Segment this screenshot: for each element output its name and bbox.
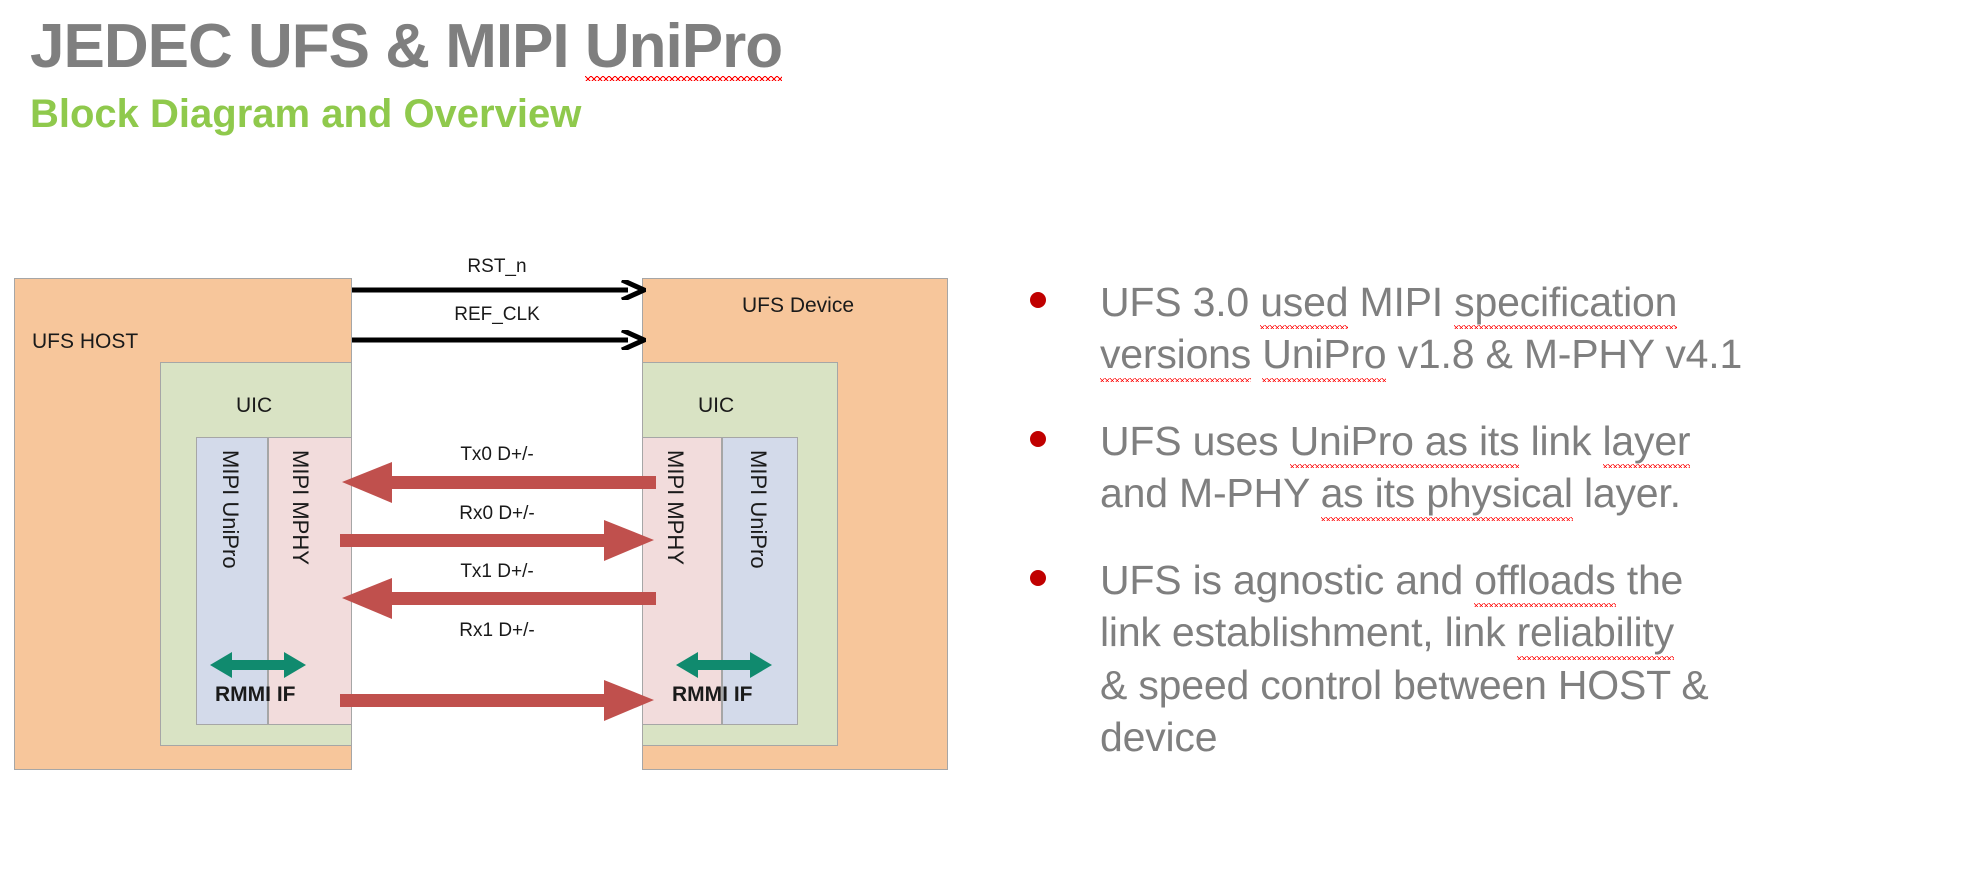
bullet-line: UFS is agnostic and offloads the bbox=[1100, 554, 1972, 608]
signal-arrow-ref-clk bbox=[352, 330, 646, 350]
page-title-run: UniPro bbox=[584, 12, 783, 82]
page-title-run: JEDEC UFS & MIPI bbox=[30, 12, 585, 81]
device-mipi-unipro-label: MIPI UniPro bbox=[746, 450, 771, 569]
host-mipi-unipro-label: MIPI UniPro bbox=[218, 450, 243, 569]
bullet-line: link establishment, link reliability bbox=[1100, 606, 1972, 661]
bullet-text-run: MIPI bbox=[1348, 279, 1455, 325]
bullet-text-run: link establishment, link bbox=[1100, 609, 1517, 656]
ufs-device-label: UFS Device bbox=[742, 294, 855, 317]
bullet-text-run: link bbox=[1519, 417, 1603, 464]
signal-label-rx0: Rx0 D+/- bbox=[459, 503, 535, 524]
block-diagram: UFS HOST UIC MIPI UniPro MIPI MPHY RMMI … bbox=[0, 0, 980, 882]
device-uic-label: UIC bbox=[698, 394, 735, 417]
device-mipi-unipro-box bbox=[722, 437, 798, 725]
bullet-dot-icon bbox=[1030, 292, 1046, 308]
bullet-text-run: versions bbox=[1100, 328, 1251, 383]
signal-arrow-tx1 bbox=[342, 578, 656, 619]
host-mipi-mphy-box bbox=[268, 437, 352, 725]
signal-label-tx1: Tx1 D+/- bbox=[460, 561, 534, 582]
bullet-text-run: UFS uses bbox=[1100, 417, 1290, 464]
bullet-text-run: device bbox=[1100, 714, 1218, 761]
page-subtitle: Block Diagram and Overview bbox=[30, 92, 582, 136]
bullet-text-run: UFS is agnostic and bbox=[1100, 556, 1475, 603]
signal-arrow-rx1 bbox=[340, 680, 654, 721]
signal-arrow-rx0 bbox=[340, 520, 654, 561]
signal-arrow-rst-n bbox=[352, 280, 646, 300]
bullet-dot-icon bbox=[1030, 569, 1046, 586]
bullet-text-run bbox=[1251, 331, 1262, 377]
signal-label-ref-clk: REF_CLK bbox=[454, 304, 540, 325]
bullet-text-run: as its physical bbox=[1320, 467, 1574, 522]
device-rmmi-arrow-icon bbox=[676, 652, 772, 678]
bullet-line: and M-PHY as its physical layer. bbox=[1100, 467, 1972, 522]
signal-label-tx0: Tx0 D+/- bbox=[460, 444, 534, 465]
bullet-text-run: UniPro bbox=[1262, 328, 1387, 383]
host-rmmi-label: RMMI IF bbox=[215, 683, 296, 706]
signal-label-rst-n: RST_n bbox=[467, 256, 527, 277]
bullet-line: versions UniPro v1.8 & M-PHY v4.1 bbox=[1100, 328, 1972, 383]
bullet-text-run: used bbox=[1260, 276, 1348, 330]
signal-arrow-tx0 bbox=[342, 462, 656, 503]
signal-label-rx1: Rx1 D+/- bbox=[459, 620, 535, 641]
bullet-text-run: UFS 3.0 bbox=[1100, 279, 1261, 325]
bullet-text-run: reliability bbox=[1516, 606, 1675, 661]
bullet-text-run: offloads bbox=[1474, 554, 1616, 608]
bullet-text-run: & speed control between HOST & bbox=[1100, 661, 1709, 708]
bullet-text-run: v1.8 & M-PHY v4.1 bbox=[1386, 331, 1743, 378]
host-rmmi-arrow-icon bbox=[210, 652, 306, 678]
page-title: JEDEC UFS & MIPI UniPro bbox=[30, 12, 783, 82]
bullet-text-run: layer bbox=[1602, 415, 1691, 469]
device-rmmi-label: RMMI IF bbox=[672, 683, 753, 706]
host-uic-label: UIC bbox=[236, 394, 273, 417]
bullet-text-run: specification bbox=[1454, 276, 1677, 330]
bullet-line: UFS uses UniPro as its link layer bbox=[1100, 415, 1972, 469]
host-mipi-mphy-label: MIPI MPHY bbox=[288, 450, 313, 565]
device-mipi-mphy-label: MIPI MPHY bbox=[663, 450, 688, 565]
ufs-host-label: UFS HOST bbox=[32, 330, 139, 353]
bullet-text-run: the bbox=[1615, 556, 1684, 603]
bullet-text-run: UniPro as its bbox=[1289, 415, 1520, 469]
bullet-dot-icon bbox=[1030, 430, 1046, 447]
bullet-text-run: layer. bbox=[1572, 470, 1681, 517]
bullet-line: & speed control between HOST & bbox=[1100, 659, 1972, 711]
bullet-line: device bbox=[1100, 711, 1972, 763]
bullet-text-run: and M-PHY bbox=[1100, 470, 1321, 517]
bullet-line: UFS 3.0 used MIPI specification bbox=[1100, 276, 1972, 330]
